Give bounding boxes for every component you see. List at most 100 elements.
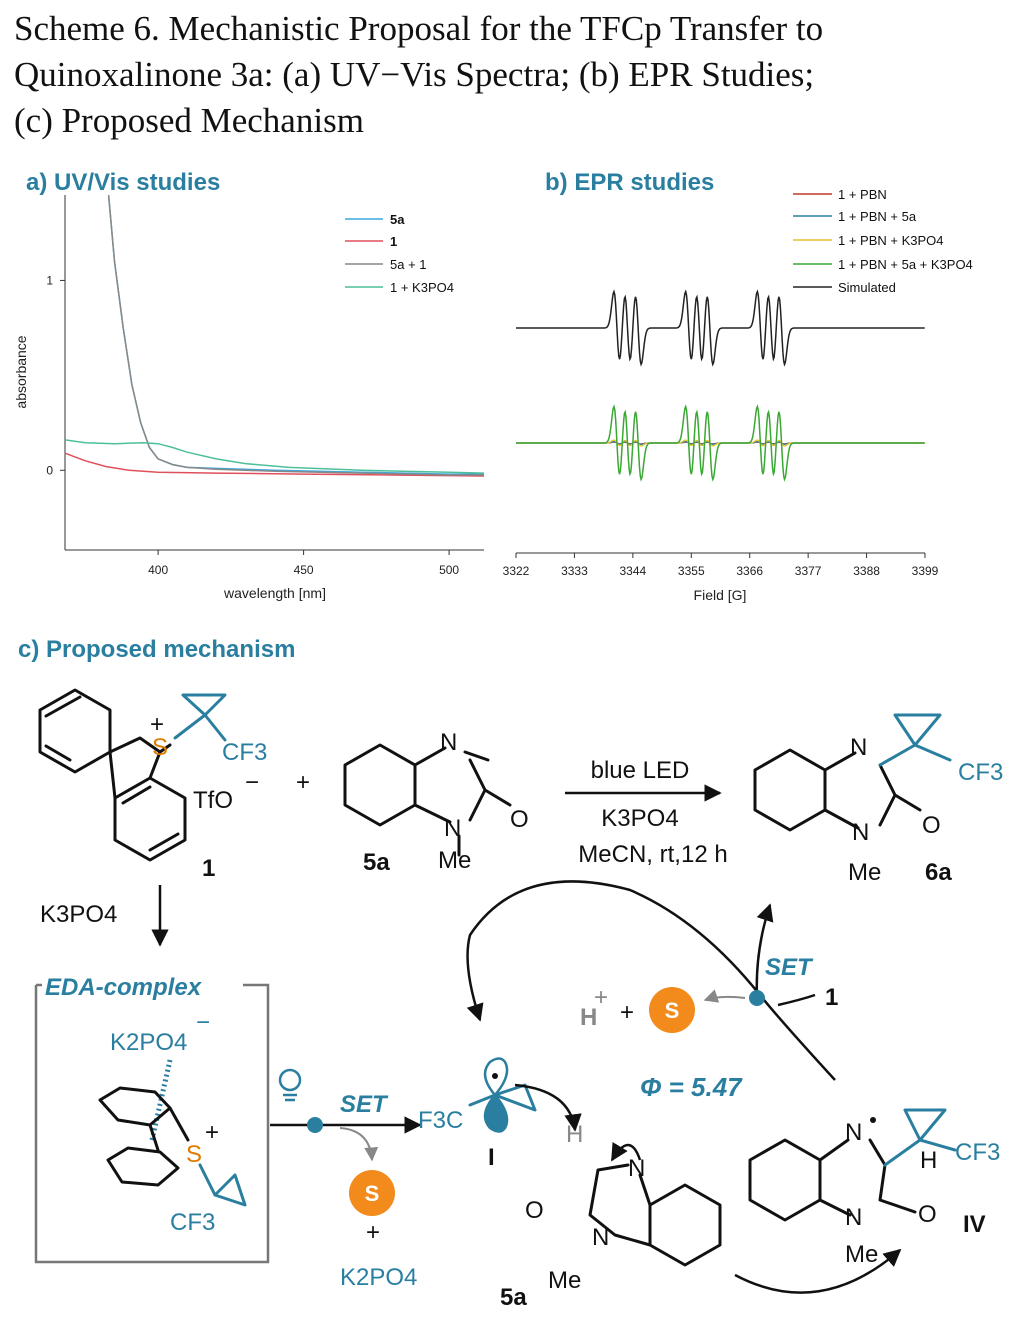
compound-1-structure: S + CF3 TfO − 1	[38, 688, 267, 882]
set-label-2: SET	[765, 954, 814, 981]
benzo-ring-5a-lower	[648, 1183, 722, 1267]
uvvis-ylabel: absorbance	[13, 335, 29, 408]
dibenzothiophene-s-2: S	[665, 998, 680, 1023]
radical-dot-IV	[870, 1117, 876, 1123]
eda-thiophene	[148, 1106, 190, 1152]
bonds-5a	[457, 750, 490, 857]
methyl-5a: Me	[438, 847, 471, 874]
cyclopropyl-I	[468, 1083, 537, 1112]
compound-5a-structure: N N O Me 5a	[343, 729, 529, 876]
caption-line-3: (c) Proposed Mechanism	[14, 101, 364, 140]
uvvis-xtick-label: 500	[439, 563, 459, 577]
benzo-ring-6a	[753, 748, 827, 832]
panel-b-heading: b) EPR studies	[545, 169, 714, 196]
quantum-yield: Φ = 5.47	[640, 1072, 743, 1102]
plus-sign: +	[296, 769, 310, 796]
electron-push-arrow	[610, 1141, 642, 1162]
plus-proton: +	[620, 999, 634, 1026]
methyl-6a: Me	[848, 859, 881, 886]
caption-line-2: Quinoxalinone 3a: (a) UV−Vis Spectra; (b…	[14, 55, 815, 94]
ring-lower	[113, 776, 187, 862]
compound-1-label: 1	[202, 855, 215, 882]
n1-atom-IV: N	[845, 1204, 862, 1231]
uvvis-series-1-k3po4	[64, 439, 485, 474]
n4-atom-6a: N	[850, 734, 867, 761]
orbital-lower	[483, 1093, 509, 1133]
cf3-label-1: CF3	[222, 739, 267, 766]
uvvis-series-5a-1	[107, 194, 484, 476]
electron-dot-2	[749, 990, 765, 1006]
uvvis-legend: 5a 1 5a + 1 1 + K3PO4	[345, 212, 454, 295]
radical-dot-I	[492, 1073, 498, 1079]
substrate-1-bond	[777, 993, 816, 1007]
o-atom-IV: O	[918, 1201, 937, 1228]
eda-charge: +	[205, 1119, 219, 1146]
legend-1-pbn-5a: 1 + PBN + 5a	[838, 209, 917, 224]
proton-charge: +	[594, 984, 608, 1011]
s-release-arrow	[339, 1127, 379, 1162]
plus-k2po4: +	[366, 1219, 380, 1246]
legend-1-k3po4: 1 + K3PO4	[390, 280, 454, 295]
uvvis-ytick-label: 0	[46, 463, 53, 477]
uvvis-series-5a	[107, 194, 484, 475]
epr-xtick-label: 3377	[795, 564, 822, 578]
n4-atom-IV: N	[845, 1119, 862, 1146]
o-atom-5a-lower: O	[525, 1197, 544, 1224]
s-release-arrow-2	[703, 989, 746, 1003]
substrate-1-label: 1	[825, 984, 838, 1011]
compound-5a-lower-structure: H N N O Me 5a	[500, 1083, 722, 1311]
legend-1-pbn-5a-k3po4: 1 + PBN + 5a + K3PO4	[838, 257, 973, 272]
uvvis-xlabel: wavelength [nm]	[223, 585, 326, 601]
compound-6a-label: 6a	[925, 859, 952, 886]
pyrazinone-5a-lower	[588, 1163, 652, 1247]
legend-1-pbn-k3po4: 1 + PBN + K3PO4	[838, 233, 944, 248]
compound-6a-structure: N N O Me CF3 6a	[753, 713, 1003, 886]
methyl-IV: Me	[845, 1241, 878, 1268]
panel-a-heading: a) UV/Vis studies	[26, 169, 220, 196]
epr-series	[516, 289, 925, 482]
uvvis-xtick-label: 450	[294, 563, 314, 577]
eda-sulfur: S	[186, 1141, 202, 1168]
uvvis-ytick-label: 1	[46, 273, 53, 287]
eda-cf3: CF3	[170, 1209, 215, 1236]
lightbulb-icon	[278, 1068, 302, 1102]
legend-1-pbn: 1 + PBN	[838, 187, 887, 202]
legend-5a: 5a	[390, 212, 405, 227]
epr-xtick-label: 3344	[620, 564, 647, 578]
n1-atom-5a: N	[444, 815, 461, 842]
radical-addition-arrow	[514, 1083, 582, 1132]
eda-complex-structure: S + CF3	[98, 1059, 247, 1236]
cf3-label-IV: CF3	[955, 1139, 1000, 1166]
eda-complex-label: EDA-complex	[45, 974, 203, 1001]
pyrazinone-IV	[818, 1138, 917, 1217]
cyclopropyl-1	[173, 693, 227, 742]
base-k3po4: K3PO4	[40, 901, 117, 928]
legend-1: 1	[390, 234, 397, 249]
cf3-label-6a: CF3	[958, 759, 1003, 786]
thiophene-ring	[108, 736, 162, 800]
triflate-charge: −	[245, 769, 259, 796]
condition-k3po4: K3PO4	[601, 805, 678, 832]
radical-IV-label: IV	[963, 1211, 986, 1238]
caption-line-1: Scheme 6. Mechanistic Proposal for the T…	[14, 9, 824, 48]
epr-xtick-label: 3333	[561, 564, 588, 578]
legend-simulated: Simulated	[838, 280, 896, 295]
cyclopropyl-IV	[883, 1108, 957, 1167]
arrow-5a-to-IV	[734, 1248, 902, 1294]
n4-atom-5a-lower: N	[628, 1155, 645, 1182]
methyl-5a-lower: Me	[548, 1267, 581, 1294]
triflate-label: TfO	[193, 787, 233, 814]
s-bond	[158, 743, 172, 754]
h-atom-IV: H	[920, 1147, 937, 1174]
pyrazinone-5a	[413, 746, 512, 824]
eda-k2po4: K2PO4	[110, 1029, 187, 1056]
uvvis-series-1	[64, 452, 485, 477]
sulfonium-charge: +	[150, 711, 164, 738]
proton-h: H	[580, 1004, 597, 1031]
radical-IV-structure: N H CF3 N O Me IV	[748, 1108, 1000, 1268]
